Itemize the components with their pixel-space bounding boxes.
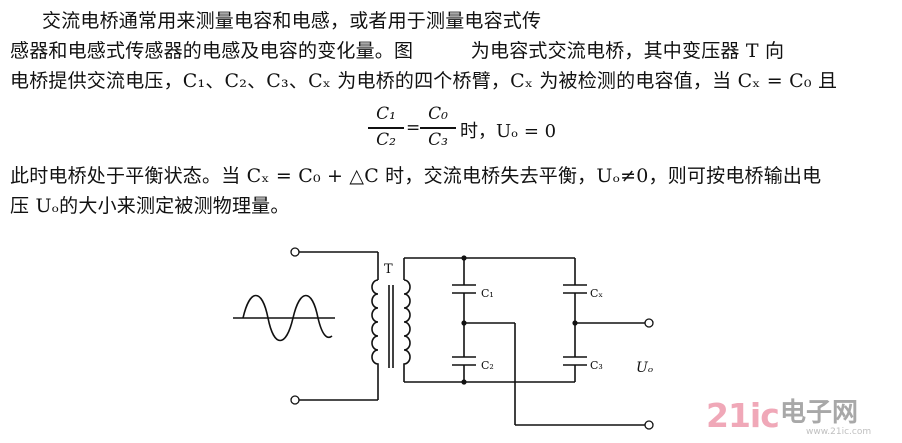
fraction-denominator: C₃ [428, 130, 448, 150]
cx-label: Cₓ [590, 287, 603, 300]
paragraph-line-2: 感器和电感式传感器的电感及电容的变化量。图 为电容式交流电桥，其中变压器 T 向 [10, 40, 785, 62]
paragraph-line-3: 电桥提供交流电压，C₁、C₂、C₃、Cₓ 为电桥的四个桥臂，Cₓ 为被检测的电容… [10, 70, 838, 92]
terminal-circles [290, 247, 654, 430]
equals-sign: = [406, 118, 421, 138]
watermark-cn: 电子网 [780, 398, 859, 428]
transformer-core [388, 285, 394, 368]
primary-input-wires [298, 251, 379, 401]
transformer-label: T [384, 262, 393, 277]
c3-label: C₃ [590, 359, 603, 372]
watermark-brand: 21ic [706, 396, 780, 435]
c1-label: C₁ [481, 287, 494, 300]
fraction-denominator: C₂ [376, 130, 396, 150]
fraction-numerator: C₁ [376, 104, 396, 124]
capacitor-c1 [452, 284, 476, 294]
secondary-winding [403, 258, 411, 382]
fraction-bar [368, 127, 404, 129]
capacitor-c2 [452, 356, 476, 366]
watermark-url: www.21ic.com [806, 427, 872, 437]
paragraph-line-6: 压 Uₒ的大小来测定被测物理量。 [10, 195, 290, 217]
primary-winding [371, 279, 379, 372]
site-watermark: 21ic 电子网 www.21ic.com [706, 396, 896, 440]
paragraph-line-5: 此时电桥处于平衡状态。当 Cₓ = C₀ + △C 时，交流电桥失去平衡，Uₒ≠… [10, 165, 822, 187]
fraction-bar [420, 127, 456, 129]
output-wires [464, 322, 645, 426]
capacitor-cx [563, 284, 587, 294]
ac-source-sine [233, 294, 335, 342]
paragraph-line-1: 交流电桥通常用来测量电容和电感，或者用于测量电容式传 [42, 10, 542, 32]
junction-dots [461, 255, 578, 385]
output-voltage-label: Uₒ [636, 360, 653, 376]
balance-formula: C₁ C₂ = C₀ C₃ 时，Uₒ = 0 [366, 100, 626, 156]
capacitor-c3 [563, 356, 587, 366]
fraction-numerator: C₀ [428, 104, 448, 124]
formula-condition: 时，Uₒ = 0 [460, 121, 557, 142]
c2-label: C₂ [481, 359, 494, 372]
